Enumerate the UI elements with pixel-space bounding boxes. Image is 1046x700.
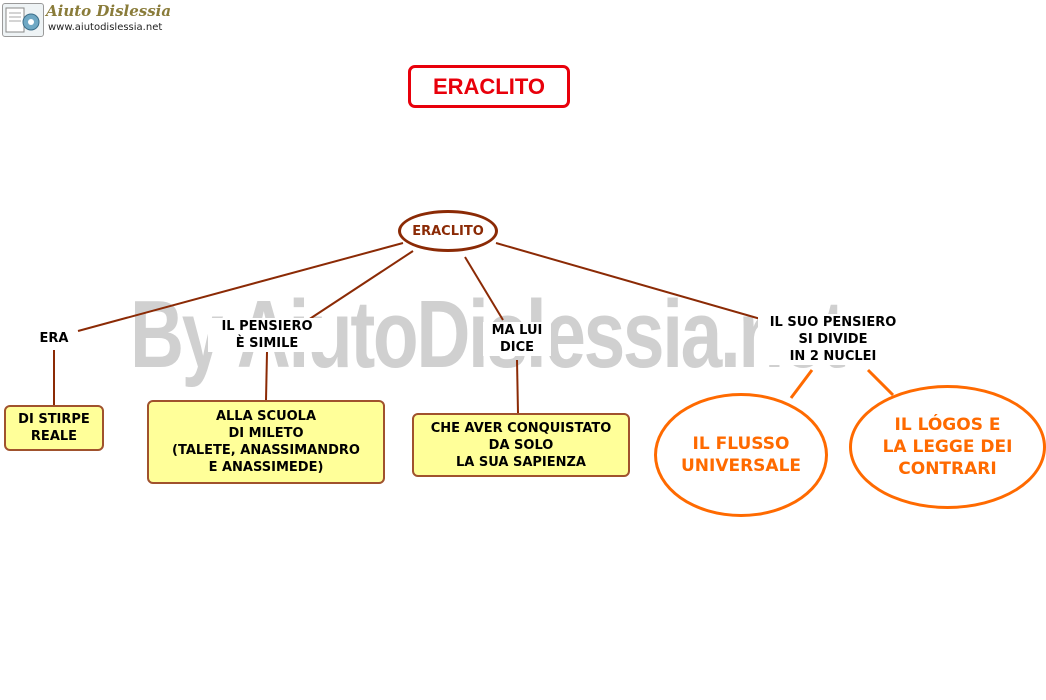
connector-dice-box bbox=[516, 359, 519, 414]
connector-center-nuclei bbox=[495, 242, 779, 325]
connector-center-dice bbox=[464, 256, 504, 321]
box-stirpe-reale: DI STIRPE REALE bbox=[4, 405, 104, 451]
nucleus-logos-contrari: IL LÓGOS E LA LEGGE DEI CONTRARI bbox=[849, 385, 1046, 509]
branch-label-nuclei: IL SUO PENSIERO SI DIVIDE IN 2 NUCLEI bbox=[758, 314, 908, 365]
connector-nuclei-flusso bbox=[789, 369, 814, 399]
connector-center-pensiero bbox=[304, 250, 414, 323]
nucleus-flusso-universale: IL FLUSSO UNIVERSALE bbox=[654, 393, 828, 517]
center-node: ERACLITO bbox=[398, 210, 498, 252]
logo-url[interactable]: www.aiutodislessia.net bbox=[48, 22, 163, 33]
branch-label-era: ERA bbox=[34, 330, 74, 347]
connector-nuclei-logos bbox=[866, 368, 895, 397]
logo-title: Aiuto Dislessia bbox=[46, 2, 172, 20]
branch-label-dice: MA LUI DICE bbox=[483, 322, 551, 356]
box-sapienza: CHE AVER CONQUISTATO DA SOLO LA SUA SAPI… bbox=[412, 413, 630, 477]
site-logo[interactable]: Aiuto Dislessia www.aiutodislessia.net bbox=[0, 0, 171, 40]
page-title: ERACLITO bbox=[408, 65, 570, 108]
branch-label-pensiero: IL PENSIERO È SIMILE bbox=[208, 318, 326, 352]
connector-pensiero-box bbox=[265, 351, 268, 401]
logo-icon bbox=[2, 3, 44, 37]
connector-center-era bbox=[77, 242, 404, 332]
box-scuola-mileto: ALLA SCUOLA DI MILETO (TALETE, ANASSIMAN… bbox=[147, 400, 385, 484]
